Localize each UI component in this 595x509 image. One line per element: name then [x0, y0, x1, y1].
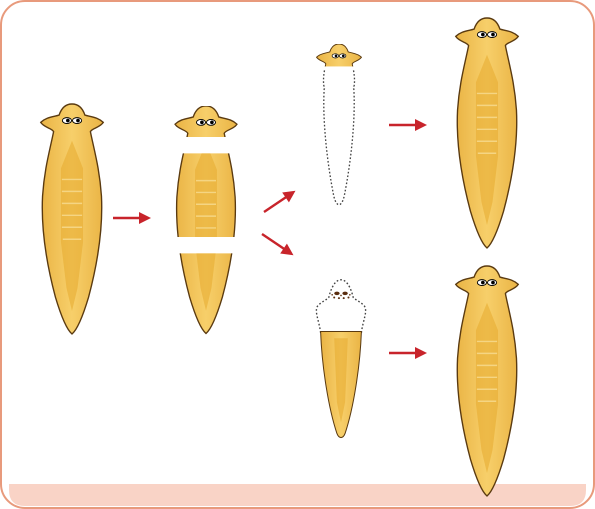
frame-bottom-band — [9, 484, 586, 506]
